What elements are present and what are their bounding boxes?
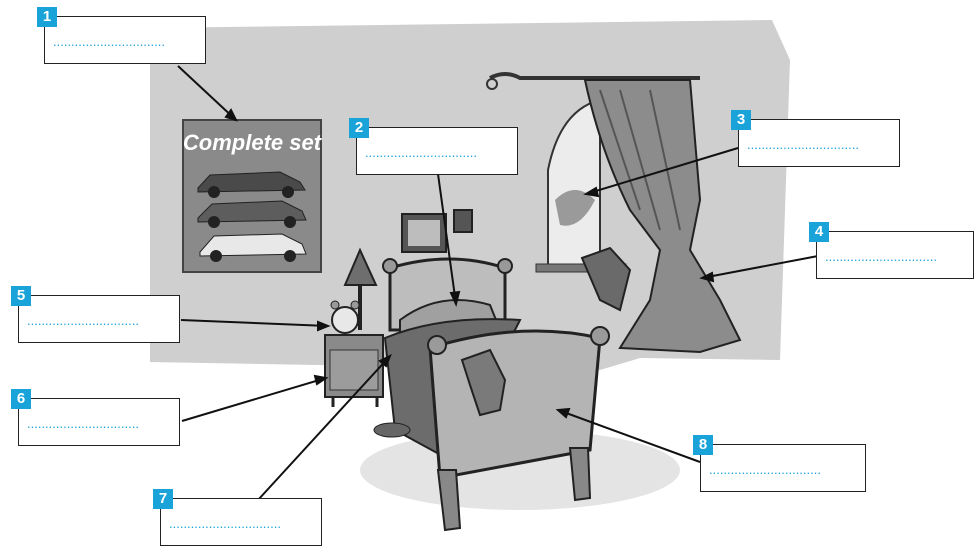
shirt (460, 348, 507, 417)
pointer-7 (257, 355, 391, 501)
label-box-6: 6 ............................... (11, 389, 180, 446)
slippers (373, 422, 411, 438)
arrowhead-2 (449, 290, 461, 308)
answer-blank[interactable]: ............................... (169, 518, 281, 531)
curtain-rod (489, 72, 700, 80)
arrowhead-5 (317, 320, 331, 332)
label-box-7: 7 ............................... (153, 489, 322, 546)
pointer-5 (180, 319, 329, 327)
pointer-4 (701, 255, 819, 279)
label-box-8: 8 ............................... (693, 435, 866, 492)
alarm-clock (330, 300, 360, 334)
arrowhead-7 (378, 353, 392, 368)
answer-blank[interactable]: ............................... (709, 464, 821, 477)
pointer-3 (585, 147, 739, 195)
label-box-2: 2 ............................... (349, 118, 518, 175)
label-number: 3 (731, 110, 751, 130)
label-number: 6 (11, 389, 31, 409)
poster-car-1 (197, 171, 306, 198)
answer-blank[interactable]: ............................... (747, 139, 859, 152)
label-number: 7 (153, 489, 173, 509)
label-box-5: 5 ............................... (11, 286, 180, 343)
answer-blank[interactable]: ............................... (53, 36, 165, 49)
poster-car-3 (199, 233, 307, 262)
arrowhead-6 (313, 374, 329, 386)
bedside-table (324, 334, 384, 407)
pointer-2 (437, 173, 457, 305)
poster-title: Complete set (183, 130, 323, 155)
poster-car-2 (197, 200, 307, 228)
pointer-8 (557, 409, 701, 463)
answer-blank[interactable]: ............................... (365, 147, 477, 160)
bedside-lamp (343, 247, 378, 330)
gloves (580, 246, 632, 312)
arrowhead-1 (224, 108, 238, 122)
answer-blank[interactable]: ............................... (27, 418, 139, 431)
picture-frame-small (453, 209, 473, 233)
window (535, 98, 627, 273)
arrowhead-8 (555, 407, 571, 419)
label-number: 8 (693, 435, 713, 455)
car-poster: Complete set (182, 119, 323, 273)
pointer-lines (177, 65, 819, 501)
label-box-1: 1 ............................... (37, 7, 206, 64)
pointer-1 (177, 65, 237, 121)
curtain (583, 79, 742, 354)
label-number: 5 (11, 286, 31, 306)
pointer-6 (181, 377, 327, 422)
arrowhead-3 (583, 186, 600, 198)
label-box-3: 3 ............................... (731, 110, 900, 167)
answer-blank[interactable]: ............................... (27, 315, 139, 328)
bed (382, 257, 610, 532)
label-number: 4 (809, 222, 829, 242)
arrowhead-4 (699, 271, 715, 283)
label-number: 1 (37, 7, 57, 27)
label-box-4: 4 ............................... (809, 222, 974, 279)
label-number: 2 (349, 118, 369, 138)
answer-blank[interactable]: ............................... (825, 251, 937, 264)
